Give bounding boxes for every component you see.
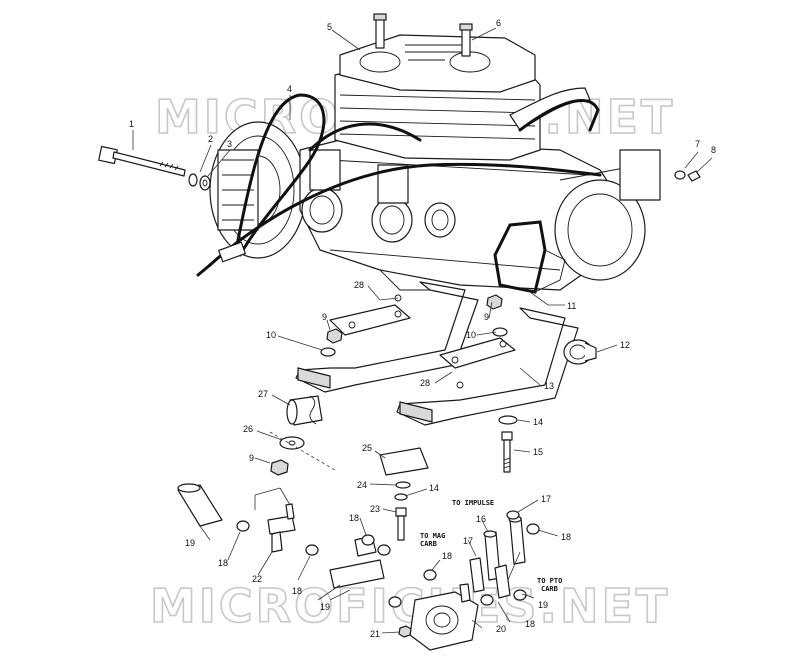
hose-17-a — [508, 515, 526, 565]
callout-22: 22 — [252, 574, 262, 584]
hose-19-left — [177, 483, 223, 527]
callout-3: 3 — [227, 139, 232, 149]
callout-14-lower: 14 — [429, 483, 439, 493]
carburetor-mag — [301, 149, 343, 233]
clamp-18-d — [377, 544, 391, 556]
clamp-18-b — [305, 544, 319, 556]
routing-notes: TO IMPULSE TO MAG CARB TO PTO CARB — [420, 499, 562, 593]
callout-9-lower: 9 — [249, 453, 254, 463]
callout-17-b: 17 — [463, 536, 473, 546]
bushing-27 — [286, 395, 323, 426]
callout-11: 11 — [567, 301, 576, 311]
mount-bolt — [98, 145, 186, 177]
callout-15: 15 — [533, 447, 543, 457]
callout-27: 27 — [258, 389, 268, 399]
note-to-mag-line1: TO MAG — [420, 532, 445, 540]
hose-19-lower — [329, 535, 385, 589]
clamp-18-e — [423, 569, 437, 581]
washer-14 — [498, 415, 518, 425]
engine-mount-left — [295, 281, 479, 393]
callout-17-a: 17 — [541, 494, 551, 504]
plate-25 — [379, 447, 429, 476]
rubber-mount — [563, 339, 597, 365]
clamp-18-c — [361, 534, 375, 546]
callout-24: 24 — [357, 480, 367, 490]
callout-2: 2 — [208, 134, 213, 144]
washer-3 — [199, 175, 211, 191]
watermark-bottom: MICROFICHES.NET — [150, 579, 670, 633]
note-to-pto-line2: CARB — [541, 585, 558, 593]
carburetor-pto — [371, 164, 413, 243]
bolt-15 — [501, 431, 513, 473]
callout-5: 5 — [327, 22, 332, 32]
clamp-17 — [506, 510, 520, 520]
callout-28-bottom: 28 — [420, 378, 430, 388]
callout-4: 4 — [287, 84, 292, 94]
callout-18-d: 18 — [525, 619, 535, 629]
callout-12: 12 — [620, 340, 630, 350]
callout-8: 8 — [711, 145, 716, 155]
callout-19-lower: 19 — [320, 602, 330, 612]
callout-23: 23 — [370, 504, 380, 514]
washer-24 — [395, 481, 411, 489]
cylinder-head — [339, 34, 536, 93]
callout-28-top: 28 — [354, 280, 364, 290]
nut-9-lower — [270, 459, 289, 476]
spark-plug-right — [459, 23, 473, 57]
callout-10-left: 10 — [266, 330, 276, 340]
nut-8 — [687, 170, 701, 182]
callout-1: 1 — [129, 119, 134, 129]
recoil-housing — [209, 121, 307, 259]
washer-14-lower — [394, 493, 408, 501]
callout-18-e: 18 — [218, 558, 228, 568]
callout-25: 25 — [362, 443, 372, 453]
clamp-18-f — [388, 596, 402, 608]
leader-lines — [132, 27, 713, 634]
clamp-18-g — [526, 523, 540, 535]
nut-9-right — [486, 294, 503, 310]
washer-10-right — [492, 327, 508, 337]
tee-fitting-22 — [267, 503, 296, 553]
callout-7: 7 — [695, 139, 700, 149]
engine-assembly — [196, 13, 661, 294]
callout-18-c: 18 — [442, 551, 452, 561]
callout-20: 20 — [496, 624, 506, 634]
clamp-18-a — [236, 520, 250, 532]
callout-labels: 1 2 3 4 5 6 7 8 9 10 9 10 11 12 13 14 15… — [129, 18, 716, 639]
pto-cover — [554, 149, 661, 281]
bolt-23 — [395, 507, 407, 541]
clamp-18-i — [480, 594, 494, 606]
nut-21 — [398, 625, 412, 638]
washer-10-left — [320, 347, 336, 357]
throttle-cable — [233, 93, 326, 257]
callout-19-right: 19 — [538, 600, 548, 610]
callout-18-f: 18 — [292, 586, 302, 596]
note-to-pto-line1: TO PTO — [537, 577, 562, 585]
callout-9-left: 9 — [322, 312, 327, 322]
washer-2 — [188, 173, 198, 187]
hose-17-b — [469, 557, 511, 599]
note-to-impulse: TO IMPULSE — [452, 499, 494, 507]
callout-19-left: 19 — [185, 538, 195, 548]
callout-14: 14 — [533, 417, 543, 427]
washer-26 — [279, 436, 305, 450]
note-to-mag-line2: CARB — [420, 540, 437, 548]
callout-18-a: 18 — [561, 532, 571, 542]
callout-18-b: 18 — [349, 513, 359, 523]
spark-plug-left — [373, 13, 387, 49]
washer-7 — [674, 170, 686, 180]
callout-10-right: 10 — [466, 330, 476, 340]
callout-21: 21 — [370, 629, 380, 639]
nut-9-left — [326, 328, 343, 344]
callout-16: 16 — [476, 514, 486, 524]
callout-13: 13 — [544, 381, 554, 391]
engine-mount-right — [396, 307, 579, 426]
callout-26: 26 — [243, 424, 253, 434]
callout-9-right: 9 — [484, 312, 489, 322]
callout-6: 6 — [496, 18, 501, 28]
